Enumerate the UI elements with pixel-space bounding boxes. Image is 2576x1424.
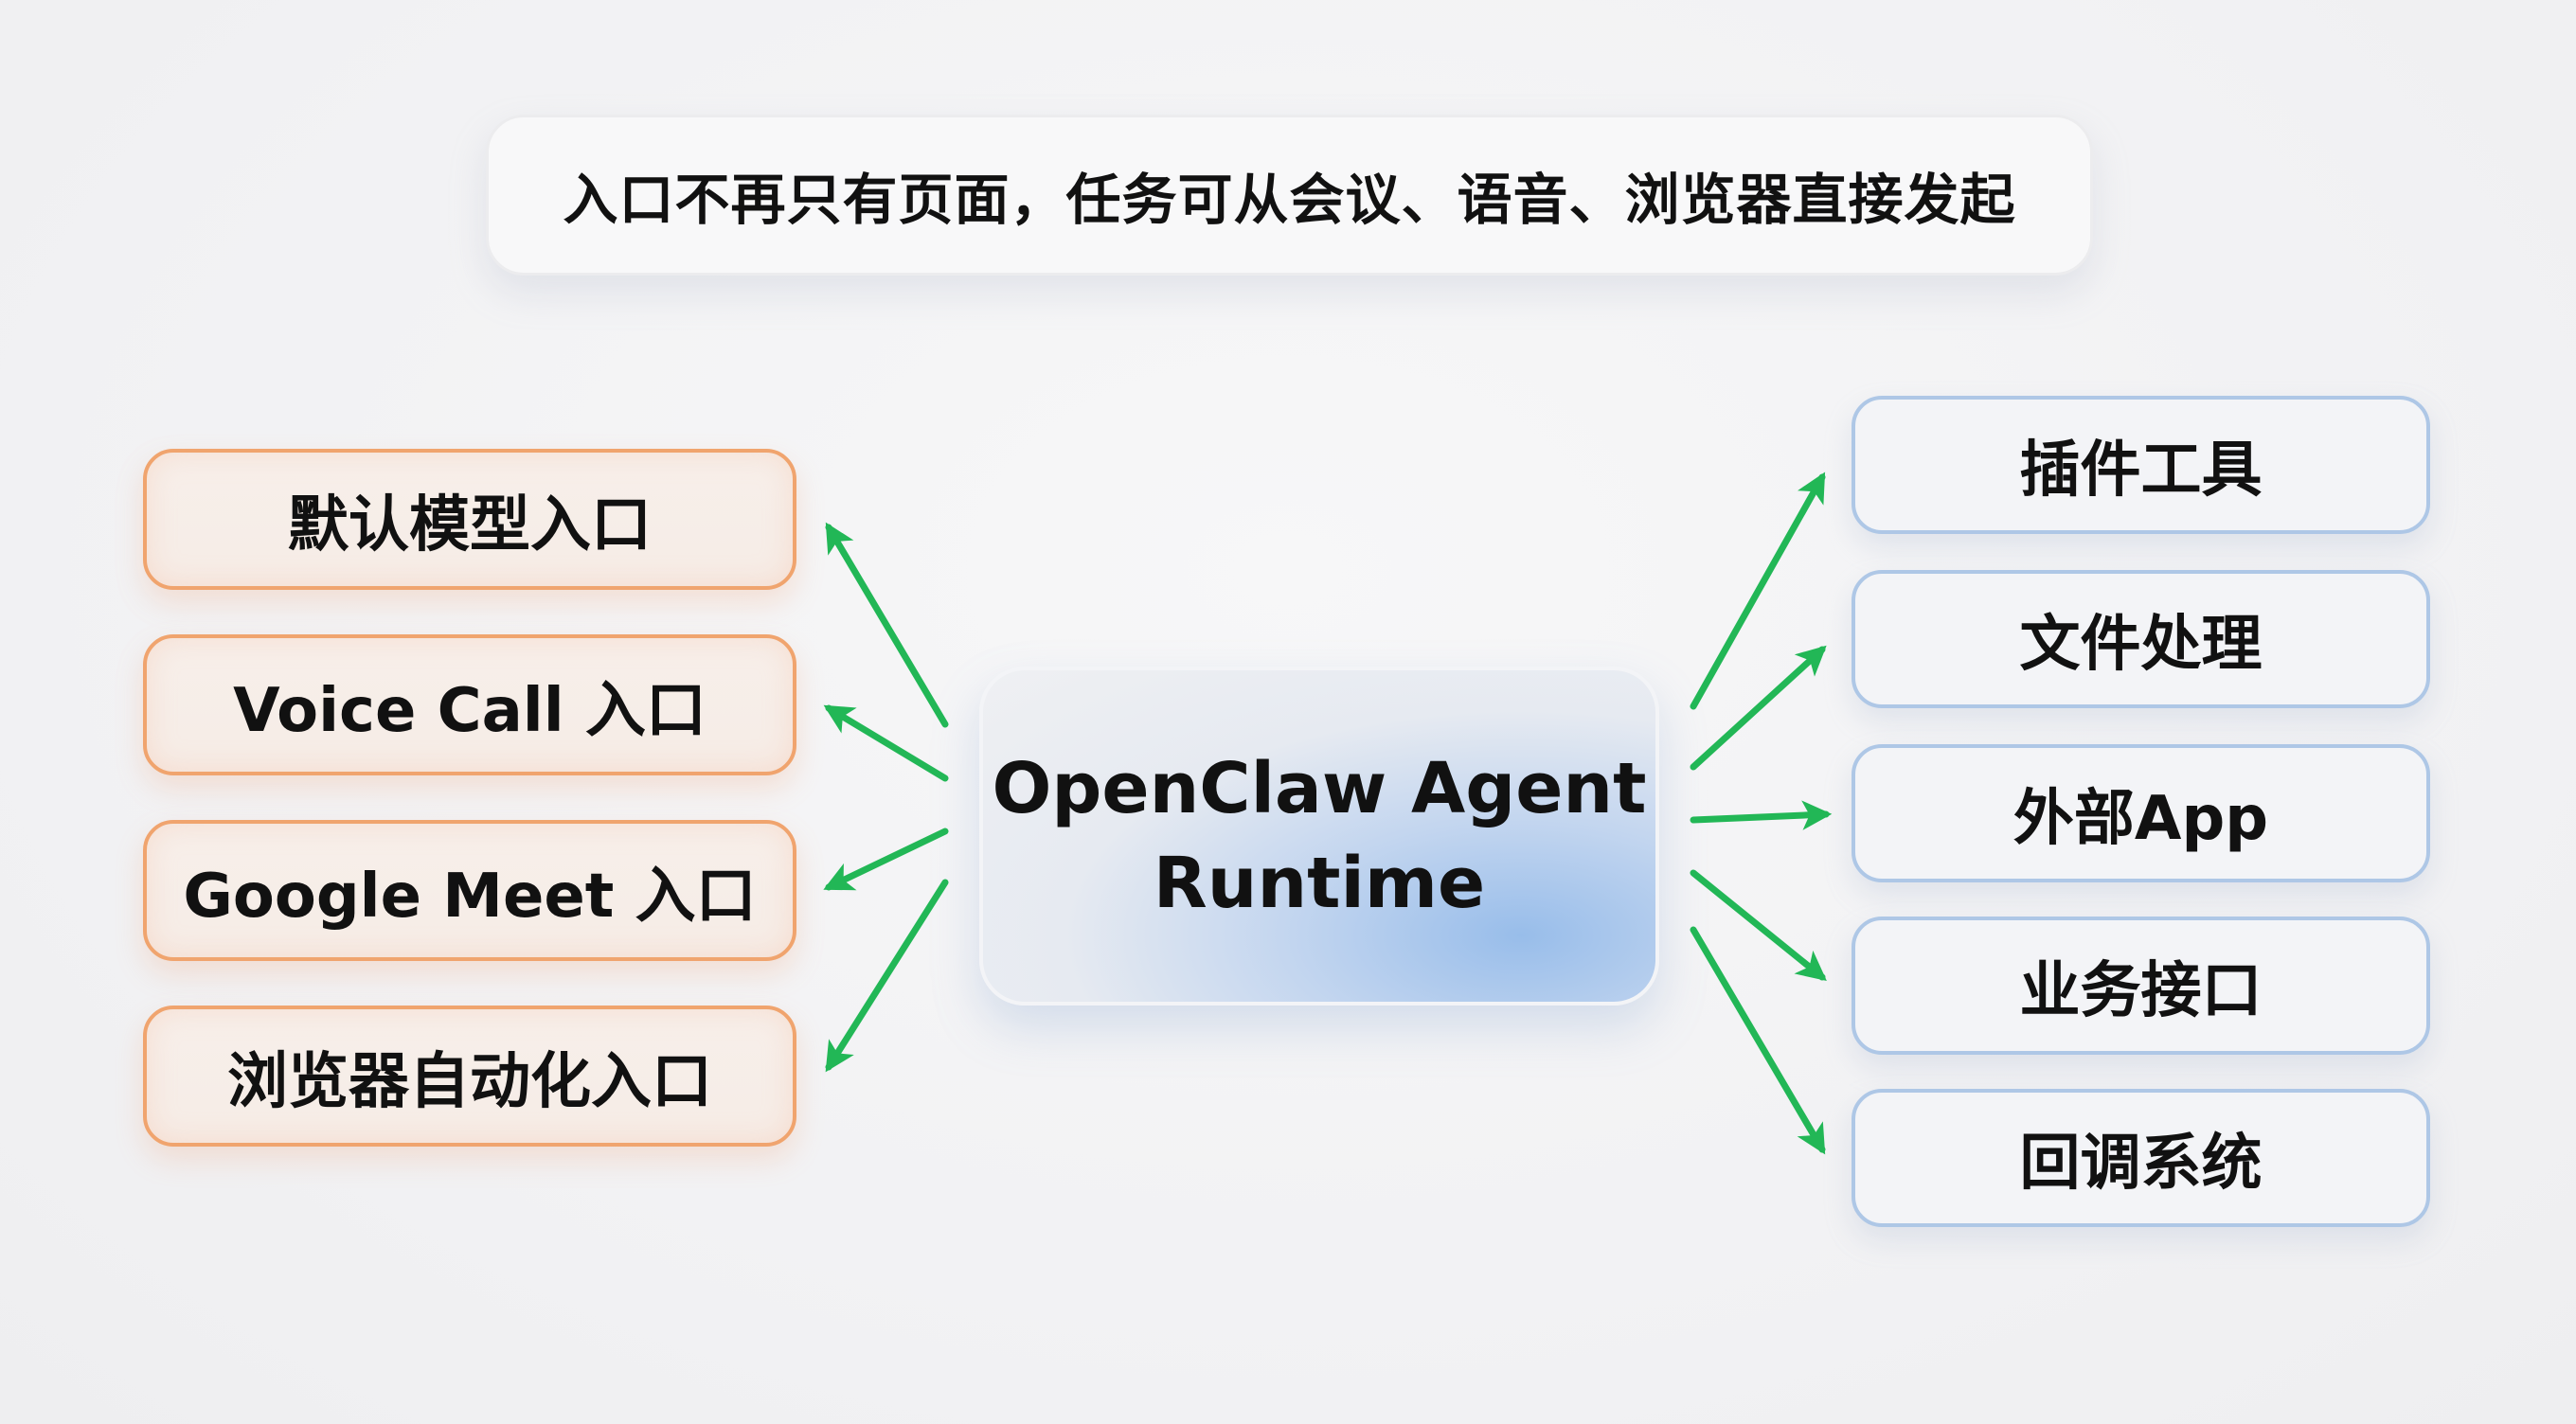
arrow-to-business-api xyxy=(1690,869,1827,981)
center-title-line1: OpenClaw Agent xyxy=(992,748,1647,829)
output-node-label: 文件处理 xyxy=(2019,610,2263,680)
input-node-label: Google Meet 入口 xyxy=(183,861,757,932)
input-node-voice-call: Voice Call 入口 xyxy=(143,634,796,775)
arrow-to-callback-system xyxy=(1690,926,1826,1155)
input-node-label: 默认模型入口 xyxy=(288,490,652,561)
output-node-file-processing: 文件处理 xyxy=(1852,570,2430,708)
center-runtime-node: OpenClaw Agent Runtime xyxy=(979,667,1659,1006)
title-banner: 入口不再只有页面，任务可从会议、语音、浏览器直接发起 xyxy=(486,115,2093,276)
input-node-google-meet: Google Meet 入口 xyxy=(143,820,796,961)
output-node-label: 业务接口 xyxy=(2019,956,2263,1026)
output-node-label: 回调系统 xyxy=(2019,1129,2263,1199)
output-node-label: 外部App xyxy=(2012,784,2269,854)
input-node-label: Voice Call 入口 xyxy=(233,675,707,746)
input-node-default-model: 默认模型入口 xyxy=(143,449,796,590)
arrow-to-default-model xyxy=(825,522,949,728)
arrow-to-external-app xyxy=(1690,800,1833,830)
output-node-business-api: 业务接口 xyxy=(1852,917,2430,1055)
arrow-to-voice-call xyxy=(823,704,949,782)
arrow-to-file-processing xyxy=(1690,645,1827,771)
arrow-to-browser-automation xyxy=(825,879,949,1073)
output-node-callback-system: 回调系统 xyxy=(1852,1089,2430,1227)
output-node-label: 插件工具 xyxy=(2019,436,2263,506)
arrow-to-plugin-tools xyxy=(1690,472,1826,710)
title-text: 入口不再只有页面，任务可从会议、语音、浏览器直接发起 xyxy=(563,168,2016,232)
arrow-to-google-meet xyxy=(823,828,949,891)
input-node-browser-automation: 浏览器自动化入口 xyxy=(143,1006,796,1147)
output-node-plugin-tools: 插件工具 xyxy=(1852,396,2430,534)
output-node-external-app: 外部App xyxy=(1852,744,2430,882)
input-node-label: 浏览器自动化入口 xyxy=(227,1046,712,1117)
center-title-line2: Runtime xyxy=(1153,843,1486,924)
